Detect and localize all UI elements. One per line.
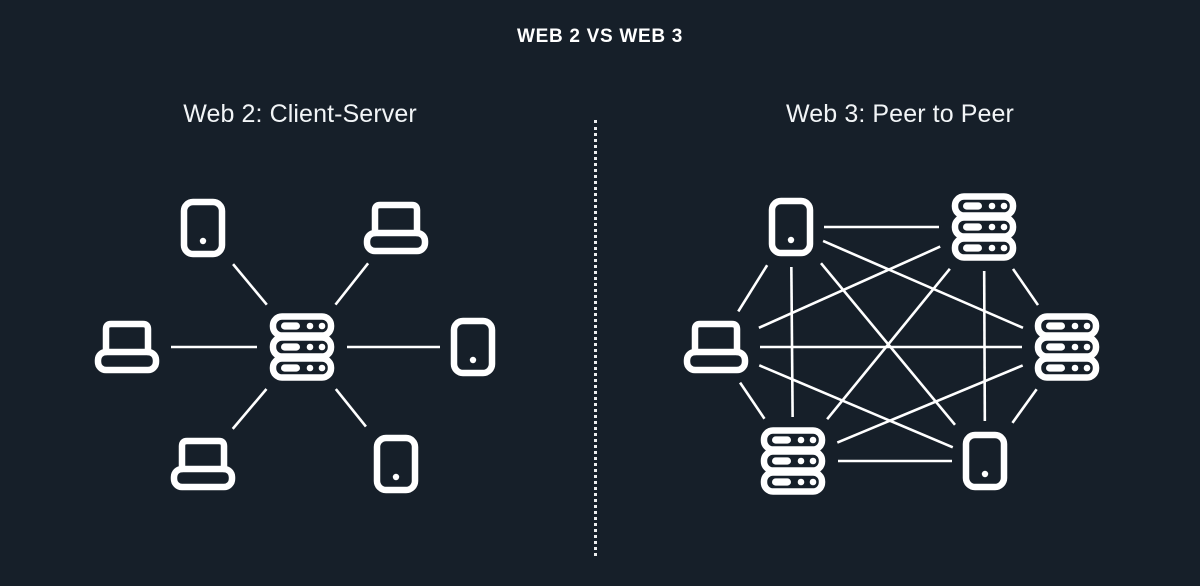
connection-line: [758, 245, 941, 329]
nodes-layer: [94, 193, 1100, 495]
phone-icon: [962, 431, 1008, 491]
laptop-icon: [94, 320, 160, 374]
phone-icon: [373, 434, 419, 494]
panel-title-web3: Web 3: Peer to Peer: [786, 100, 1014, 128]
connection-line: [334, 262, 370, 306]
server-icon: [1034, 313, 1100, 381]
connection-line: [232, 263, 268, 306]
phone-icon: [768, 197, 814, 257]
edges-layer: [171, 225, 1040, 463]
connection-line: [790, 266, 794, 418]
phone-icon: [450, 317, 496, 377]
connection-line: [231, 388, 268, 430]
server-icon: [760, 427, 826, 495]
laptop-icon: [683, 320, 749, 374]
panel-title-web2: Web 2: Client-Server: [183, 100, 417, 128]
connection-line: [334, 388, 367, 428]
page-title: WEB 2 VS WEB 3: [516, 26, 684, 47]
connection-line: [737, 264, 769, 313]
panel-divider: [594, 120, 597, 556]
phone-icon: [180, 198, 226, 258]
connection-line: [822, 239, 1024, 330]
connection-line: [1011, 388, 1038, 424]
connection-line: [758, 364, 954, 449]
laptop-icon: [363, 201, 429, 255]
laptop-icon: [170, 437, 236, 491]
connection-line: [836, 364, 1024, 444]
connection-line: [1011, 268, 1040, 306]
connection-line: [826, 268, 951, 420]
server-icon: [269, 313, 335, 381]
connection-line: [738, 381, 766, 420]
server-icon: [951, 193, 1017, 261]
